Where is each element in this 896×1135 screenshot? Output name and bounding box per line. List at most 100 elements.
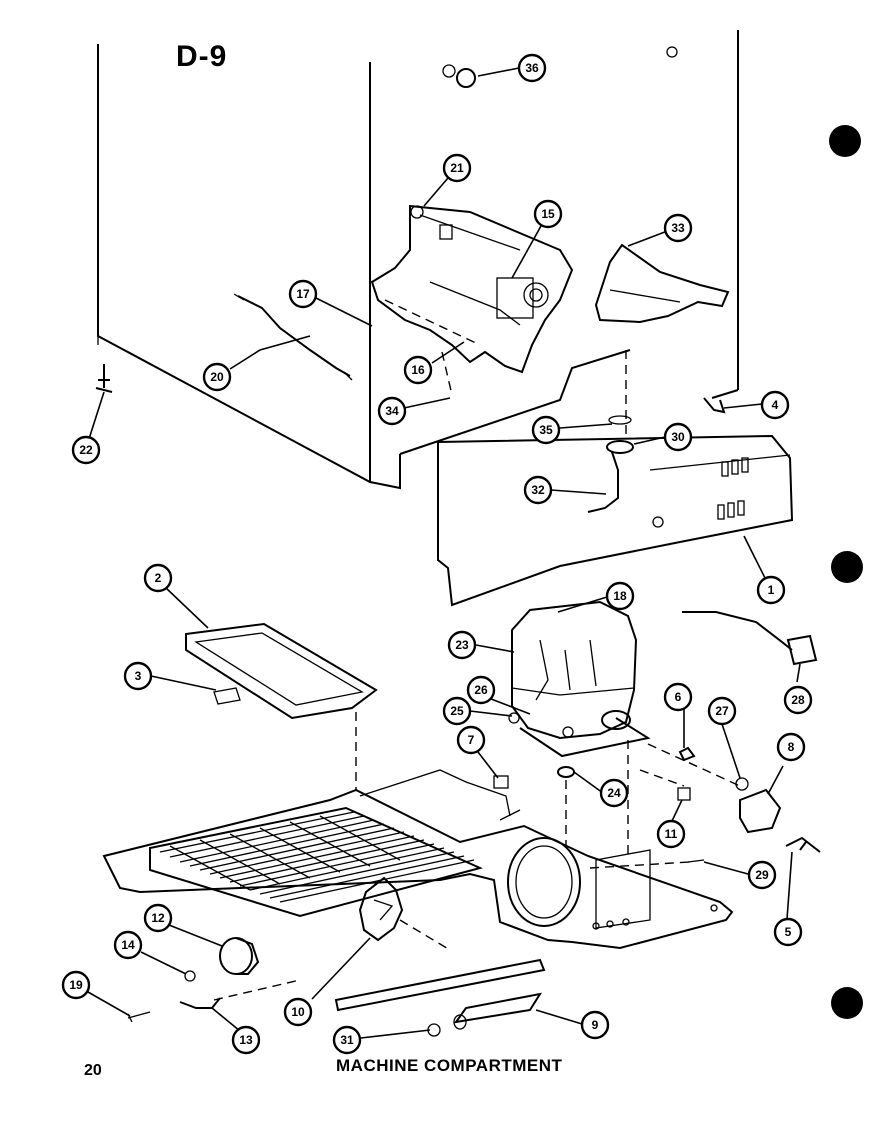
callout-25: 25 [442,696,472,726]
callout-label: 32 [531,483,545,497]
callout-1: 1 [756,575,786,605]
callout-label: 8 [788,740,795,754]
callout-14: 14 [113,930,143,960]
callout-5: 5 [773,917,803,947]
leveling-leg-part-22 [95,364,113,393]
page-code: D-9 [176,40,228,73]
callout-label: 4 [772,398,779,412]
connector-part-7 [493,775,509,789]
callout-16: 16 [403,355,433,385]
callout-4: 4 [760,390,790,420]
callout-15: 15 [533,199,563,229]
cabinet-outline [97,30,739,490]
callout-2: 2 [143,563,173,593]
callout-label: 3 [135,669,142,683]
callout-label: 20 [210,370,224,384]
callout-label: 10 [291,1005,305,1019]
callout-label: 31 [340,1033,354,1047]
diagram-caption: MACHINE COMPARTMENT [336,1056,563,1075]
callout-28: 28 [783,685,813,715]
callout-7: 7 [456,725,486,755]
callout-label: 36 [525,61,539,75]
callout-label: 12 [151,911,165,925]
callout-19: 19 [61,970,91,1000]
fan-motor-part-12 [219,937,260,975]
callout-label: 27 [715,704,729,718]
callout-label: 24 [607,786,621,800]
compressor-part-23 [508,600,651,778]
callout-label: 5 [785,925,792,939]
callout-label: 29 [755,868,769,882]
binder-hole-top [829,125,861,157]
callout-22: 22 [71,435,101,465]
callout-label: 19 [69,978,83,992]
callout-label: 14 [121,938,135,952]
callout-31: 31 [332,1025,362,1055]
callout-36: 36 [517,53,547,83]
callout-label: 35 [539,423,553,437]
callout-label: 15 [541,207,555,221]
callout-29: 29 [747,860,777,890]
callout-label: 21 [450,161,464,175]
binder-hole-middle [831,551,863,583]
callout-label: 22 [79,443,93,457]
callout-label: 6 [675,690,682,704]
drain-pan-part-2 [185,622,378,720]
callout-30: 30 [663,422,693,452]
screw-part-19 [127,1011,151,1023]
overload-part-27 [735,777,749,791]
callout-18: 18 [605,581,635,611]
callout-label: 7 [468,733,475,747]
callout-3: 3 [123,661,153,691]
callout-label: 34 [385,404,399,418]
callout-label: 18 [613,589,627,603]
binder-hole-bottom [831,987,863,1019]
callout-13: 13 [231,1025,261,1055]
callout-35: 35 [531,415,561,445]
condenser-coil [149,806,483,918]
clip-part-13 [179,997,221,1009]
page-number: 20 [84,1062,102,1079]
callout-label: 9 [592,1018,599,1032]
bracket-part-33 [594,243,730,324]
callout-label: 23 [455,638,469,652]
callout-label: 16 [411,363,425,377]
clip-part-6 [678,746,696,762]
callout-8: 8 [776,732,806,762]
heater-part-9 [334,958,546,1030]
cover-panel-part-1 [437,350,794,607]
screw-part-14 [184,970,196,982]
callout-label: 1 [768,583,775,597]
callout-20: 20 [202,362,232,392]
callout-12: 12 [143,903,173,933]
screw-part-29 [687,859,705,863]
callout-34: 34 [377,396,407,426]
callouts: 36 21 15 33 17 20 16 22 34 4 35 30 32 1 … [61,53,813,1055]
callout-10: 10 [283,997,313,1027]
callout-label: 30 [671,430,685,444]
wire-part-20 [233,293,353,381]
callout-33: 33 [663,213,693,243]
plug-part-36 [442,64,476,88]
callout-label: 26 [474,683,488,697]
callout-24: 24 [599,778,629,808]
base-frame [102,769,734,950]
callout-23: 23 [447,630,477,660]
callout-27: 27 [707,696,737,726]
callout-label: 11 [665,827,678,841]
callout-32: 32 [523,475,553,505]
drain-tube-part-32 [587,415,634,513]
callout-label: 2 [155,571,162,585]
callout-26: 26 [466,675,496,705]
clip-part-4 [703,397,726,414]
relay-part-8 [739,788,782,834]
callout-21: 21 [442,153,472,183]
clip-part-5 [785,836,821,853]
callout-label: 28 [791,693,805,707]
hinge-bracket-assembly [370,204,574,396]
connector-part-11 [677,787,691,801]
callout-label: 17 [296,287,310,301]
callout-17: 17 [288,279,318,309]
leader-lines [87,67,801,1039]
